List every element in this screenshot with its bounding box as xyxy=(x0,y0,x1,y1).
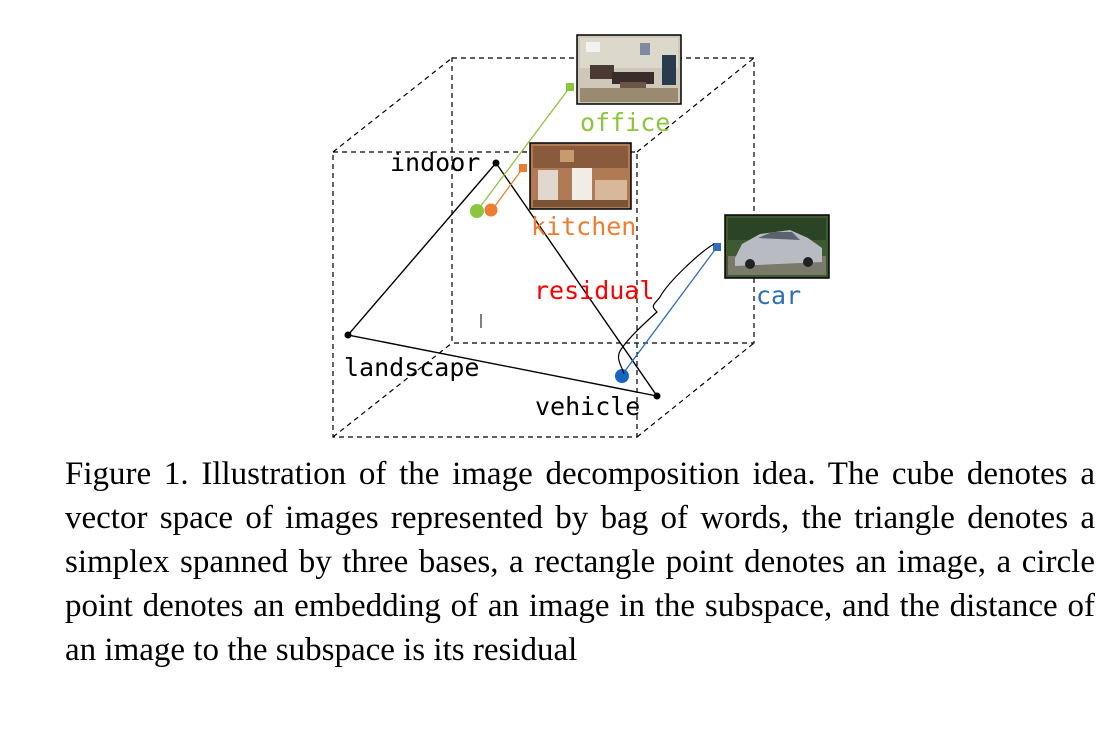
office-embedding-point xyxy=(470,204,484,218)
car-image-point xyxy=(713,243,721,251)
residual-label: residual xyxy=(534,276,654,305)
simplex-triangle xyxy=(346,161,659,398)
kitchen-image-point xyxy=(519,164,527,172)
car-label: car xyxy=(756,281,801,310)
office-link xyxy=(476,86,571,212)
car-link xyxy=(621,246,718,376)
office-label: office xyxy=(580,108,670,137)
cube xyxy=(332,57,755,438)
car-thumbnail xyxy=(724,214,830,279)
car-embedding-point xyxy=(615,369,629,383)
landscape-label: landscape xyxy=(344,353,479,382)
landscape-vertex xyxy=(344,331,352,339)
kitchen-label: kitchen xyxy=(531,212,636,241)
office-image-point xyxy=(566,83,574,91)
kitchen-link xyxy=(491,167,524,211)
kitchen-embedding-point xyxy=(484,203,498,217)
figure-diagram: office kitchen car residual indoor lands… xyxy=(332,34,830,438)
vehicle-label: vehicle xyxy=(535,392,640,421)
kitchen-thumbnail xyxy=(529,142,632,210)
indoor-vertex xyxy=(492,159,500,167)
figure-caption: Figure 1. Illustration of the image deco… xyxy=(65,456,1095,668)
vehicle-vertex xyxy=(653,392,661,400)
indoor-label: indoor xyxy=(390,148,480,177)
office-thumbnail xyxy=(576,34,682,105)
residual-brace xyxy=(617,243,715,375)
